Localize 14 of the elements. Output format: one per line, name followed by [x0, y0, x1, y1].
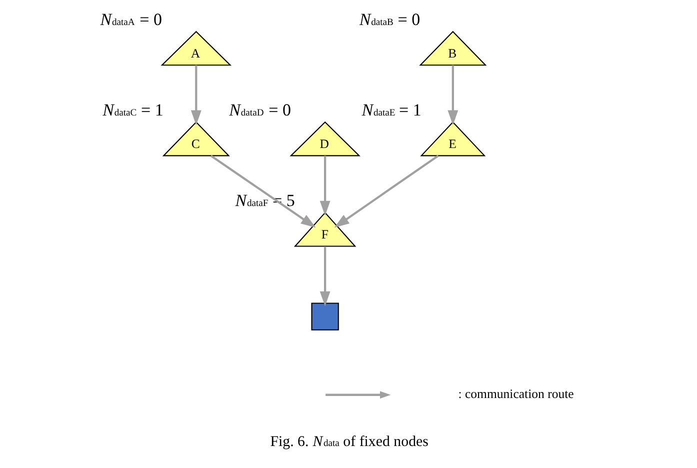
node-label: NdataC = 1 [102, 100, 164, 120]
arrow [190, 65, 202, 126]
caption: Fig. 6. Ndata of fixed nodes [270, 434, 428, 450]
arrow [448, 65, 458, 126]
arrow [334, 154, 439, 228]
arrow [210, 154, 316, 228]
node-label: NdataA = 0 [100, 10, 162, 29]
node-box [311, 302, 339, 330]
legend-label: : communication route [458, 387, 574, 402]
arrow [320, 246, 330, 306]
node-label: NdataD = 0 [229, 100, 291, 120]
arrow [320, 156, 330, 216]
node-label: NdataB = 0 [359, 10, 420, 29]
node-label: NdataE = 1 [362, 100, 422, 120]
